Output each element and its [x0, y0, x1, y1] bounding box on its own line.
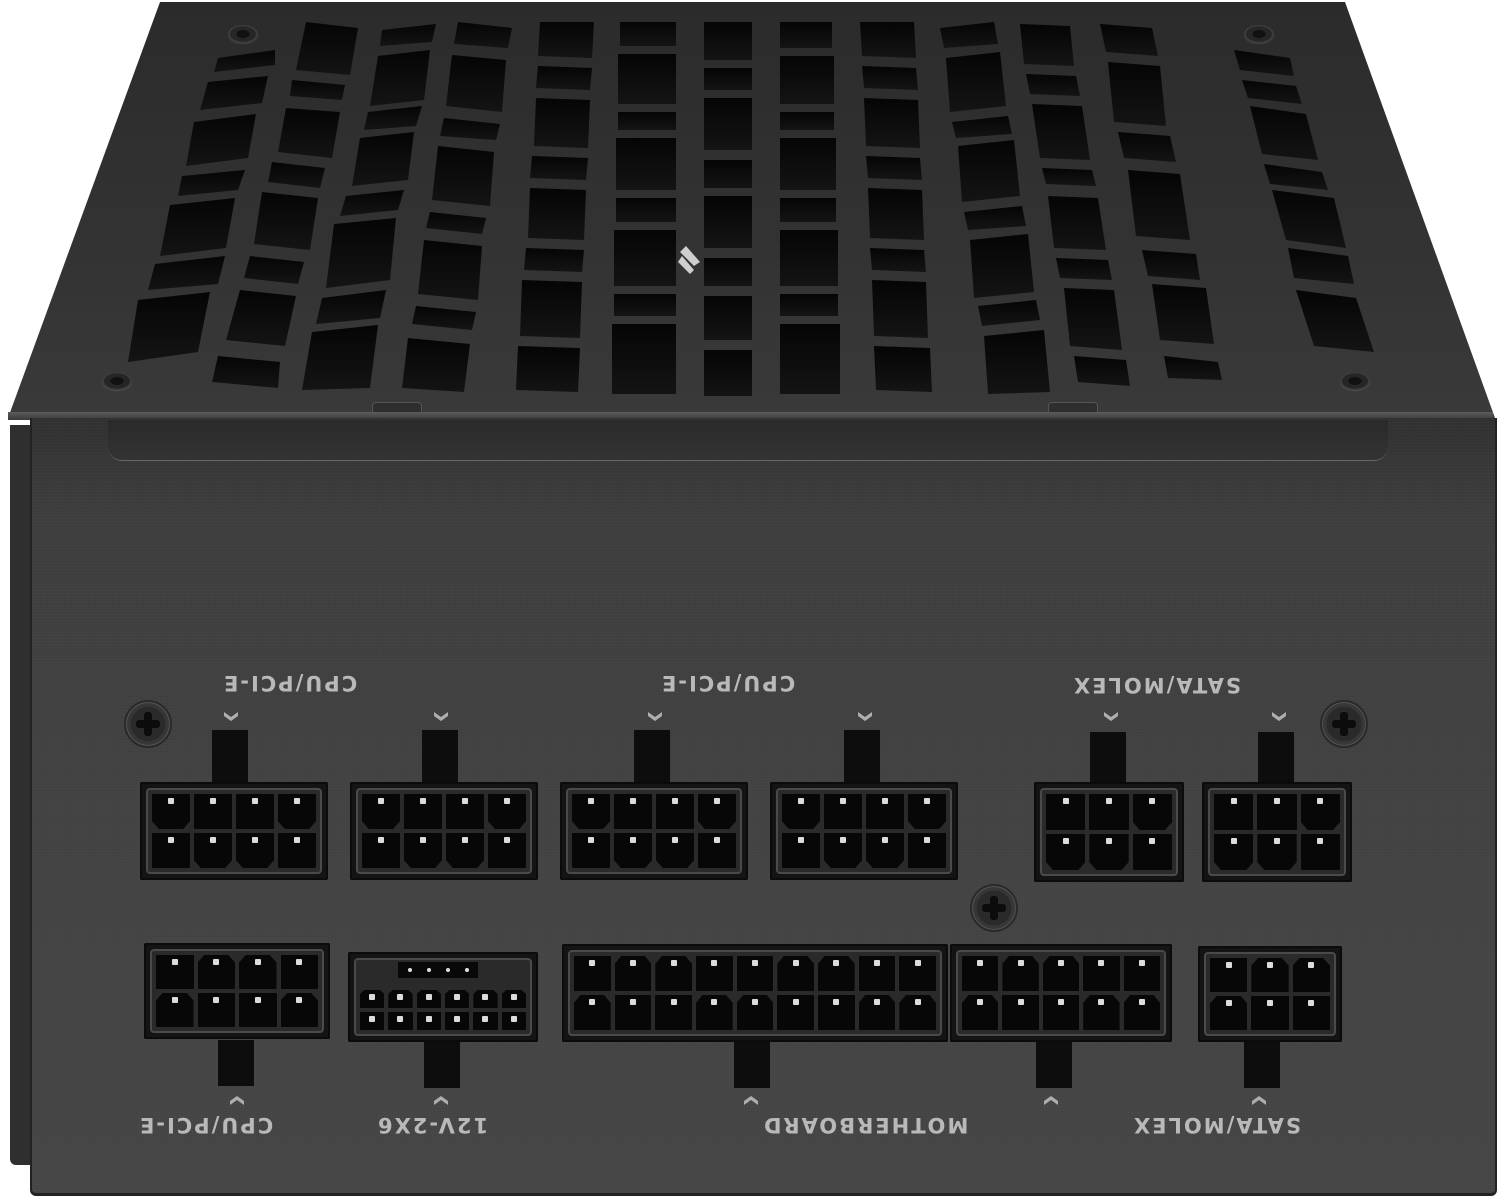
psu-top-panel	[0, 0, 1500, 425]
connector-latch	[1090, 732, 1126, 788]
top-screw	[1244, 25, 1274, 43]
cpu-pcie-port-2[interactable]	[350, 782, 538, 880]
label-cpu-pcie-top-left: CPU/PCI-E	[222, 671, 358, 695]
sata-molex-port-2[interactable]	[1202, 782, 1352, 882]
phillips-screw-icon	[1320, 700, 1368, 748]
panel-bevel	[108, 420, 1388, 461]
connector-latch	[422, 730, 458, 788]
top-screw	[228, 25, 258, 43]
label-12v-2x6: 12V-2X6	[376, 1113, 489, 1137]
fan-grille	[128, 22, 1374, 396]
12v-2x6-port[interactable]	[348, 952, 538, 1042]
label-sata-molex-bottom: SATA/MOLEX	[1132, 1113, 1302, 1137]
connector-latch	[634, 730, 670, 788]
connector-latch	[844, 730, 880, 788]
motherboard-port-18pin[interactable]	[562, 944, 948, 1042]
top-edge	[8, 412, 1493, 420]
label-sata-molex-top: SATA/MOLEX	[1072, 673, 1242, 697]
connector-latch	[1036, 1042, 1072, 1088]
sata-molex-port-3[interactable]	[1198, 946, 1342, 1042]
cpu-pcie-port-1[interactable]	[140, 782, 328, 880]
connector-latch	[218, 1040, 254, 1086]
connector-latch	[424, 1042, 460, 1088]
label-motherboard: MOTHERBOARD	[762, 1113, 969, 1137]
cpu-pcie-port-4[interactable]	[770, 782, 958, 880]
connector-latch	[734, 1042, 770, 1088]
connector-latch	[1244, 1042, 1280, 1088]
cpu-pcie-port-5[interactable]	[144, 943, 330, 1039]
top-screw	[1340, 372, 1370, 390]
label-cpu-pcie-top-mid: CPU/PCI-E	[660, 671, 796, 695]
phillips-screw-icon	[124, 700, 172, 748]
connector-latch	[212, 730, 248, 788]
connector-latch	[1258, 732, 1294, 788]
sense-pins	[398, 962, 478, 978]
phillips-screw-icon	[970, 884, 1018, 932]
label-cpu-pcie-bottom: CPU/PCI-E	[138, 1113, 274, 1137]
top-screw	[102, 372, 132, 390]
motherboard-port-10pin[interactable]	[950, 944, 1172, 1042]
cpu-pcie-port-3[interactable]	[560, 782, 748, 880]
sata-molex-port-1[interactable]	[1034, 782, 1184, 882]
